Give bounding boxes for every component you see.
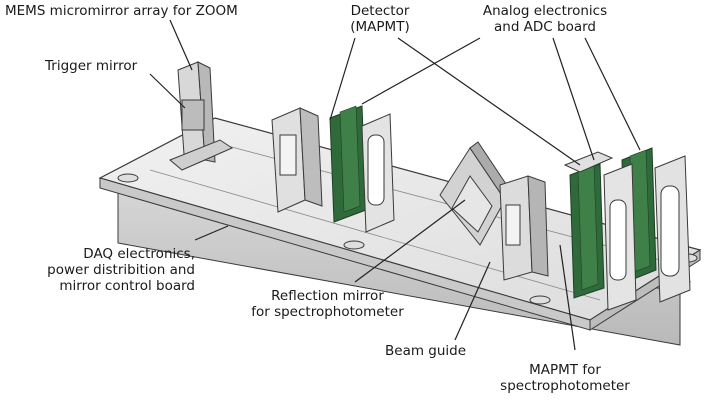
leader-trigger <box>149 73 186 109</box>
beam-guide <box>499 175 549 281</box>
label-mems: MEMS micromirror array for ZOOM <box>5 3 238 19</box>
label-daq-line3: mirror control board <box>59 278 195 294</box>
label-trigger-mirror: Trigger mirror <box>45 58 138 74</box>
label-daq-line2: power distribition and <box>47 262 195 278</box>
label-detector-line2: (MAPMT) <box>350 19 410 35</box>
leader-beam <box>454 261 491 341</box>
detector-board <box>329 105 367 223</box>
leader-daq <box>194 225 229 241</box>
leader-detector-2 <box>397 37 581 166</box>
label-daq-electronics: DAQ electronics, power distribition and … <box>20 246 195 294</box>
label-analog-line1: Analog electronics <box>482 3 608 19</box>
leader-detector <box>329 37 356 121</box>
label-mapmt-spectrophotometer: MAPMT for spectrophotometer <box>490 362 640 394</box>
leader-analog-3 <box>584 37 641 151</box>
trigger-mirror-tower <box>169 61 234 171</box>
detector-holder <box>361 113 395 233</box>
label-analog-electronics: Analog electronics and ADC board <box>470 3 620 35</box>
leader-reflection <box>354 199 466 283</box>
support-frame <box>271 107 323 213</box>
label-mapmt-line1: MAPMT for <box>529 362 601 378</box>
label-reflection-line1: Reflection mirror <box>271 288 384 304</box>
leader-mems <box>169 19 193 71</box>
label-analog-line2: and ADC board <box>493 19 597 35</box>
label-reflection-line2: for spectrophotometer <box>251 304 404 320</box>
label-detector: Detector (MAPMT) <box>335 3 425 35</box>
end-holder <box>654 155 691 303</box>
analog-electronics-board-1 <box>569 163 605 299</box>
mapmt-holder <box>603 163 637 311</box>
leader-analog-2 <box>552 37 595 161</box>
label-beam-guide: Beam guide <box>385 343 467 359</box>
label-reflection-mirror: Reflection mirror for spectrophotometer <box>240 288 415 320</box>
adc-box <box>563 151 614 173</box>
label-mapmt-line2: spectrophotometer <box>500 378 630 394</box>
label-detector-line1: Detector <box>350 3 410 19</box>
leader-analog-1 <box>361 37 481 105</box>
leader-mapmt <box>559 244 576 351</box>
label-daq-line1: DAQ electronics, <box>83 246 195 262</box>
leader-lines <box>149 19 641 351</box>
